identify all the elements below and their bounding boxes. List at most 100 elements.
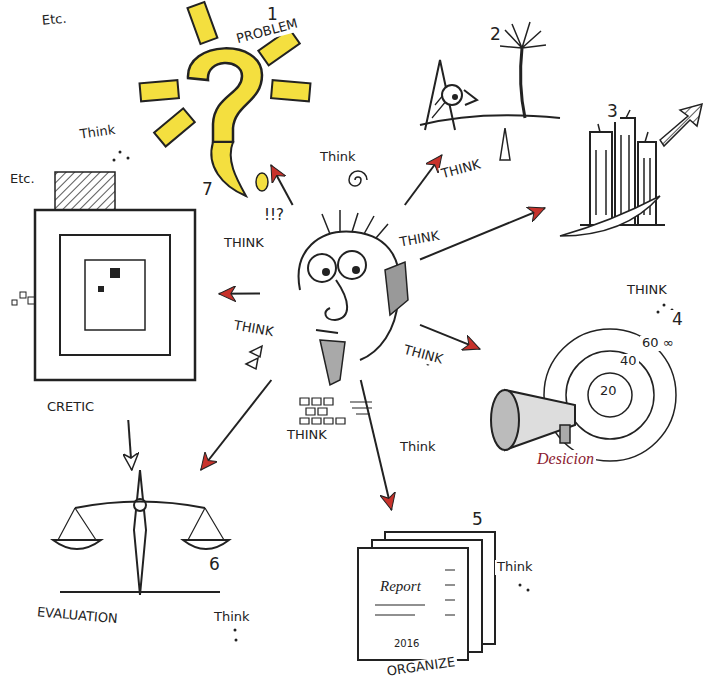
target-ring (588, 373, 632, 417)
etc-note: Etc. (39, 12, 69, 29)
frame-dot (98, 286, 104, 292)
think-note: Think (212, 610, 252, 625)
megaphone-handle (560, 425, 570, 443)
scale-base (60, 591, 220, 593)
goatee (320, 340, 345, 385)
sun-ray (154, 108, 195, 146)
face-nose (464, 90, 477, 105)
report-year: 2016 (392, 638, 421, 650)
hair-spikes (322, 210, 388, 238)
target-ring (544, 329, 676, 461)
scale-strings (58, 508, 224, 540)
think-note: Think (398, 440, 438, 455)
target-ring (566, 351, 654, 439)
dot (527, 589, 530, 592)
callout-number: 7 (200, 180, 215, 200)
think-note: THINK (625, 283, 669, 298)
sun-ray (187, 2, 217, 44)
scale-pan (183, 540, 229, 549)
dot (127, 157, 130, 160)
tower-windows (596, 135, 650, 215)
etc-note: Etc. (8, 172, 37, 187)
frame-dot (110, 268, 120, 278)
pupil (352, 266, 360, 274)
critique-frame: 7CRETIC (20, 170, 219, 420)
thinker-figure: !!? (260, 205, 420, 380)
scale-beam (75, 502, 205, 509)
face-pupil (452, 94, 458, 100)
palm-trunk (521, 48, 525, 118)
decision-icon: 4Desicion (480, 310, 695, 475)
dots (113, 151, 674, 642)
frame-inner (85, 260, 145, 330)
nose (325, 280, 347, 320)
frame-square (35, 210, 195, 380)
small-square (28, 297, 35, 304)
score-number: 20 (598, 384, 619, 399)
swoosh (560, 196, 660, 236)
pupil (322, 268, 330, 276)
score-number: 60 ∞ (640, 336, 676, 351)
arrow-connector (361, 380, 392, 510)
scale-post (134, 470, 146, 595)
mouth (316, 330, 338, 333)
caption-text: ORGANIZE (384, 655, 458, 680)
bent-arrow (660, 104, 702, 146)
collar (385, 262, 408, 315)
scale-pan (53, 540, 101, 549)
evaluation-scale: 6EVALUATION (35, 470, 240, 631)
think-note: THINK (400, 342, 446, 368)
think-note: THINK (231, 318, 277, 340)
yellow-dot (256, 173, 268, 191)
caption-text: Desicion (535, 450, 596, 468)
dot (234, 629, 237, 632)
head-outline (299, 232, 400, 360)
callout-number: 4 (670, 310, 685, 330)
arrow-connector (405, 155, 442, 205)
question-tail (211, 142, 246, 196)
score-number: 40 (618, 354, 639, 369)
think-note: Think (495, 560, 535, 575)
arrow-connector (201, 380, 272, 470)
frame-inner (60, 235, 170, 355)
small-square (20, 292, 26, 298)
report-lines (375, 570, 455, 615)
callout-number: 3 (605, 102, 620, 122)
dot (657, 311, 660, 314)
spike-shape (500, 128, 510, 160)
arrow-connector (420, 325, 480, 349)
sun-ray (140, 80, 179, 101)
dot (235, 639, 238, 642)
dot (663, 304, 666, 307)
callout-number: 5 (470, 510, 485, 530)
think-note: Think (77, 123, 118, 143)
caption-text: CRETIC (45, 400, 96, 415)
dot (113, 159, 116, 162)
megaphone-mouth (491, 390, 519, 450)
think-note: THINK (285, 428, 329, 443)
problem-icon: 1PROBLEM (150, 5, 305, 165)
tower (590, 132, 612, 225)
dot (519, 584, 522, 587)
eye (338, 251, 366, 279)
exclamation-mark: !!? (262, 207, 286, 224)
brick-pile (300, 398, 345, 424)
report-stack: 5Report2016ORGANIZE (330, 510, 495, 687)
caption-text: EVALUATION (34, 605, 120, 627)
callout-number: 6 (207, 555, 222, 575)
eye (308, 254, 336, 282)
small-square (12, 300, 17, 305)
ground-line (420, 115, 560, 125)
think-note: Think (318, 150, 358, 165)
spiral (349, 171, 367, 186)
dot (119, 151, 122, 154)
arrow-connector (271, 165, 293, 205)
think-note: THINK (222, 236, 266, 251)
city-icon: 3 (545, 100, 705, 250)
think-note: THINK (438, 157, 484, 183)
arrow-connector (219, 292, 260, 294)
small-chevrons (246, 346, 262, 369)
arrow-connector (128, 420, 132, 470)
